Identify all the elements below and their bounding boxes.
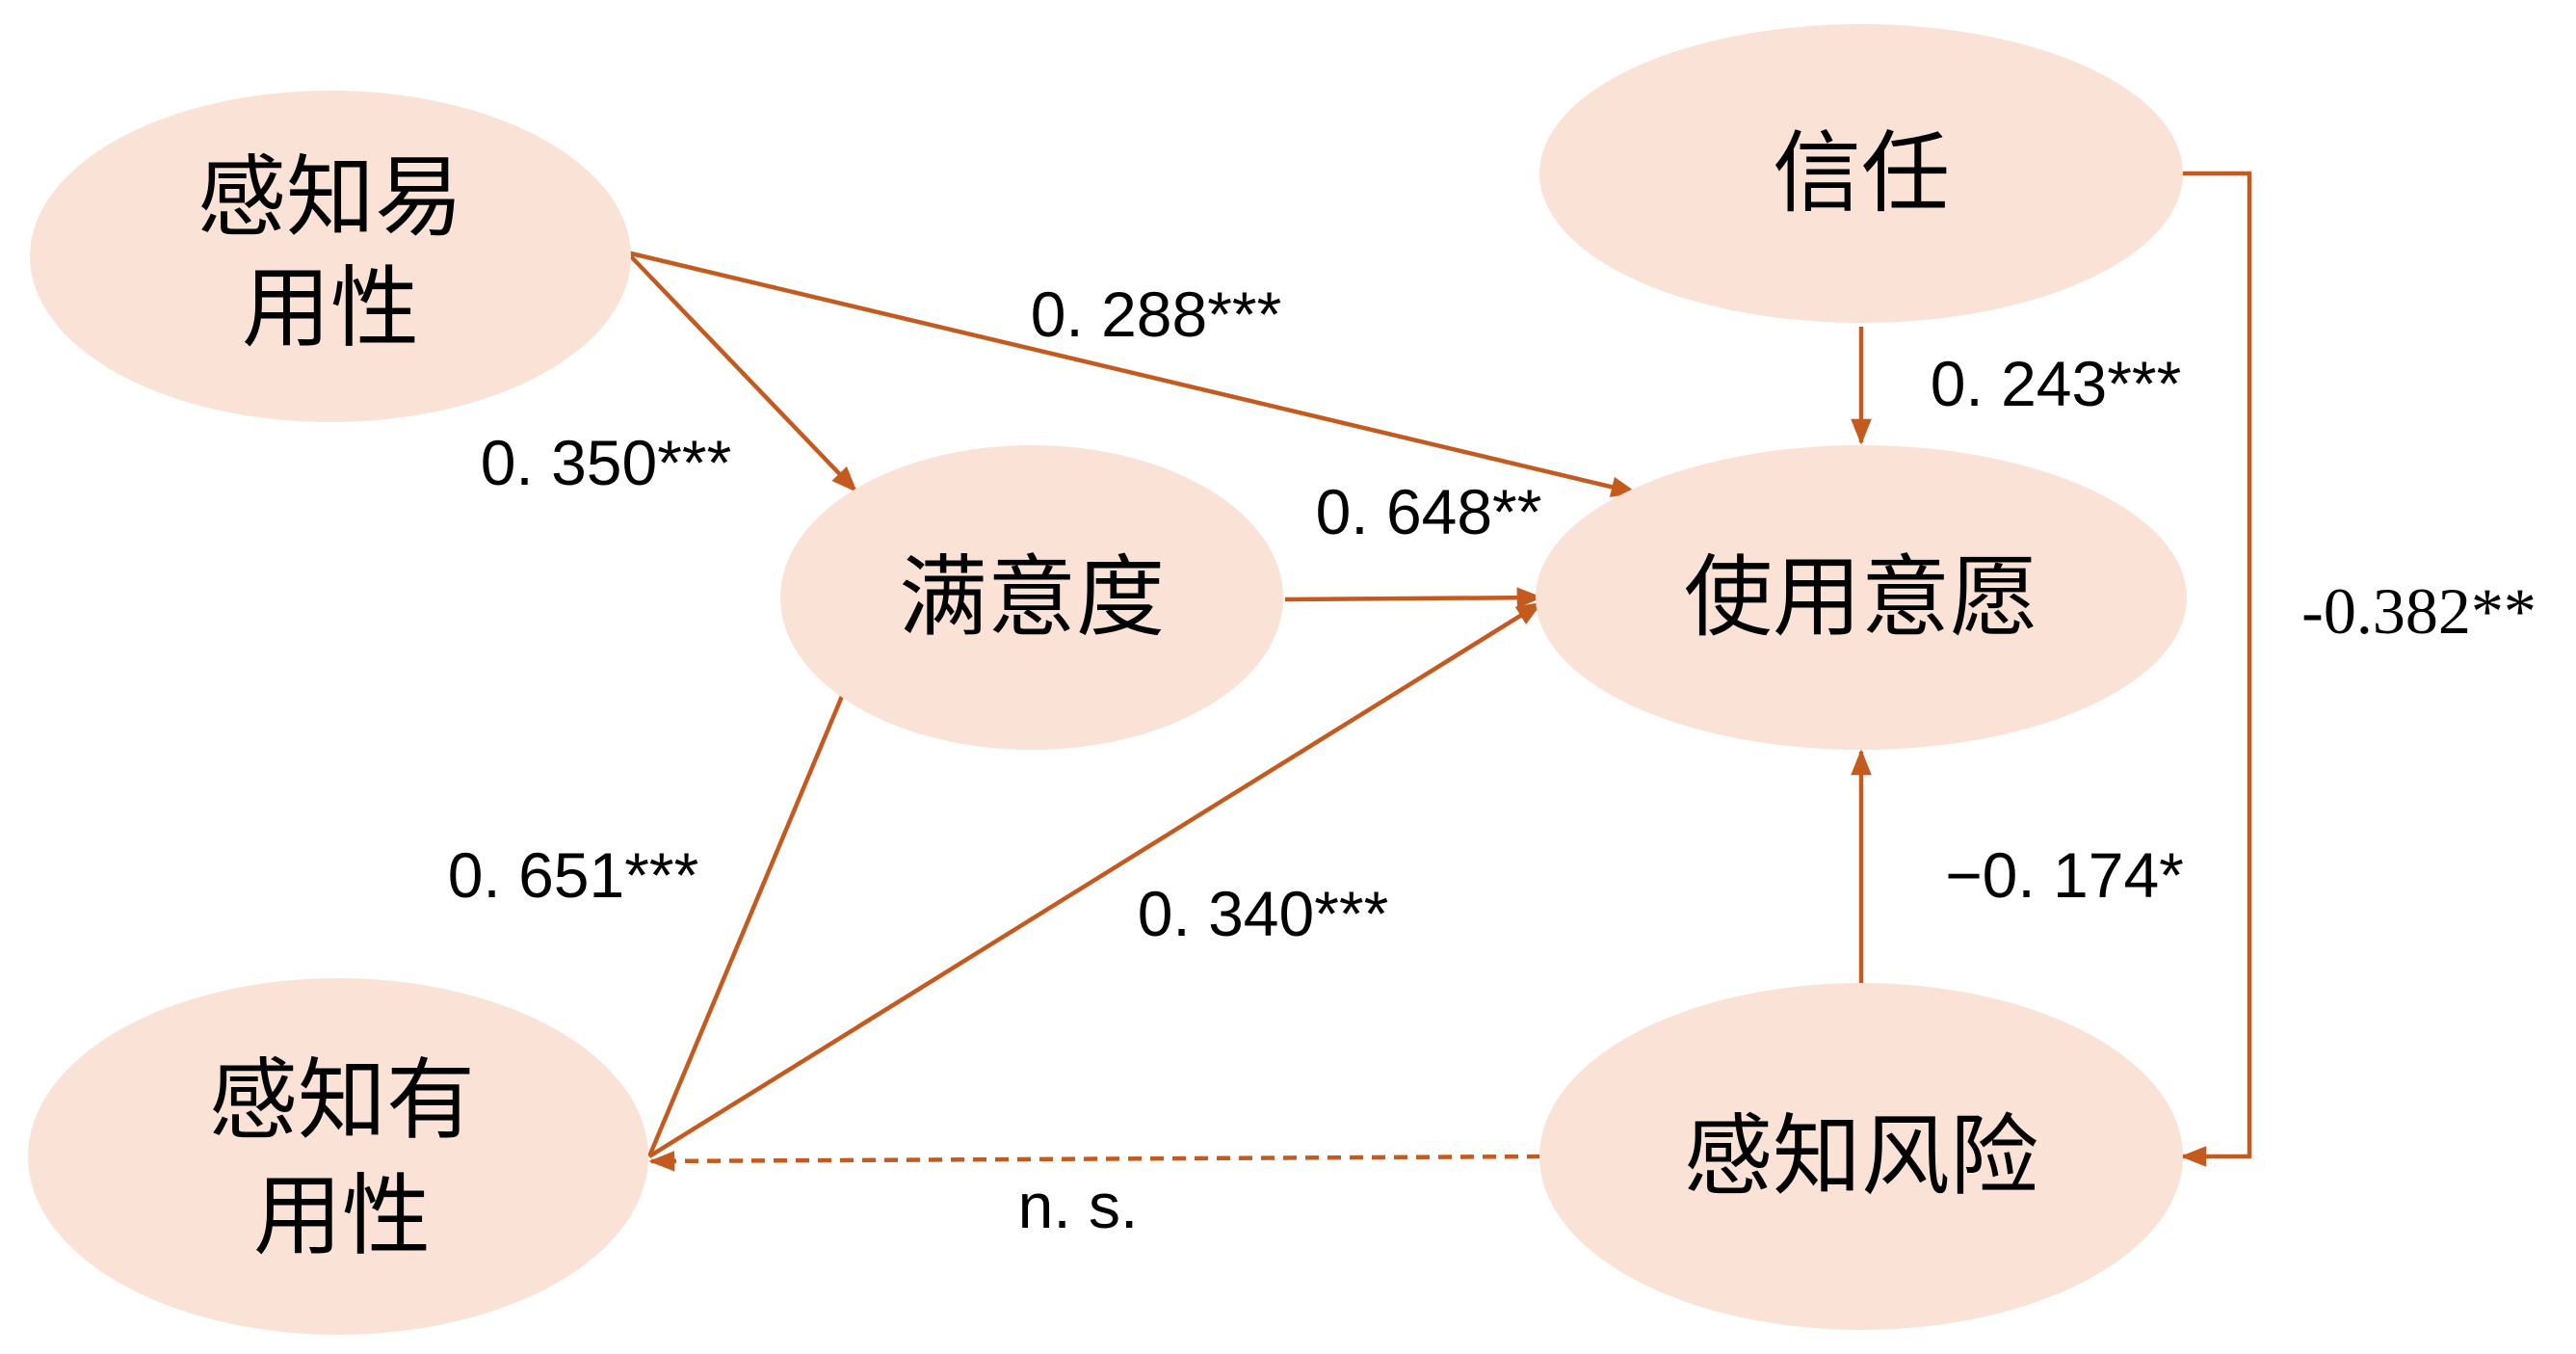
node-label: 满意度 — [899, 546, 1165, 650]
edge-peou-satisfaction — [625, 251, 857, 492]
node-perceived-risk: 感知风险 — [1539, 983, 2183, 1330]
coef-satisfaction-intention: 0. 648** — [1316, 476, 1542, 547]
coef-trust-intention: 0. 243*** — [1931, 348, 2182, 419]
node-satisfaction: 满意度 — [780, 445, 1283, 750]
node-perceived-usefulness: 感知有 用性 — [28, 978, 648, 1335]
coef-pu-intention: 0. 340*** — [1138, 878, 1389, 949]
node-perceived-ease-of-use: 感知易 用性 — [30, 91, 631, 422]
node-usage-intention: 使用意愿 — [1536, 445, 2187, 750]
edge-pu-satisfaction — [646, 661, 858, 1157]
coef-pu-satisfaction: 0. 651*** — [448, 839, 699, 911]
node-label-line2: 用性 — [242, 257, 419, 360]
edge-peou-intention — [626, 250, 1638, 497]
edge-trust-risk — [2180, 171, 2252, 1167]
coef-peou-satisfaction: 0. 350*** — [481, 427, 732, 498]
node-label-line1: 感知易 — [197, 146, 463, 250]
coef-risk-pu: n. s. — [1018, 1170, 1139, 1241]
coef-trust-risk: -0.382** — [2301, 574, 2537, 648]
node-trust: 信任 — [1539, 24, 2183, 323]
edge-risk-pu-dashed — [648, 1151, 1541, 1172]
coef-peou-intention: 0. 288*** — [1031, 279, 1282, 350]
node-label-line2: 用性 — [253, 1165, 431, 1268]
node-label-line1: 感知有 — [209, 1049, 475, 1153]
edge-satisfaction-intention — [1284, 587, 1543, 608]
node-label: 信任 — [1773, 122, 1950, 226]
node-label: 使用意愿 — [1684, 546, 2038, 650]
coef-risk-intention: −0. 174* — [1945, 839, 2184, 911]
node-label: 感知风险 — [1684, 1105, 2038, 1208]
edge-pu-intention — [647, 601, 1543, 1158]
